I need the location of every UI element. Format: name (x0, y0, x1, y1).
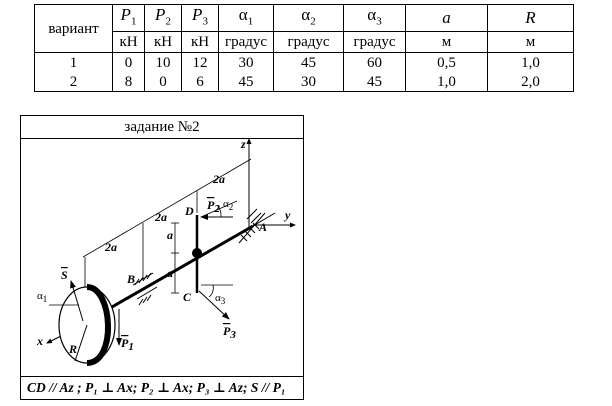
cell: 45 (343, 72, 406, 92)
mechanics-diagram: z y x A B C D R 2a 2a 2a a a S P1 P2 P3 … (36, 139, 296, 366)
parameters-table: вариант P1 P2 P3 α1 α2 α3 a R кН кН кН г… (34, 4, 574, 92)
header-alpha2: α2 (273, 4, 344, 32)
unit-p3: кН (181, 31, 219, 53)
label-a-upper: a (167, 228, 173, 242)
shaft-extension (252, 212, 276, 227)
label-alpha2: α2 (223, 198, 233, 212)
table-row: 1 0 10 12 30 45 60 0,5 1,0 (34, 52, 574, 72)
label-a-lower: a (167, 266, 173, 280)
radius-line (74, 324, 88, 362)
unit-alpha3: градус (343, 31, 406, 53)
label-x: x (36, 334, 43, 348)
header-alpha1: α1 (218, 4, 274, 32)
header-p3: P3 (181, 4, 219, 32)
header-p2: P2 (144, 4, 182, 32)
cell: 1,0 (487, 52, 574, 72)
label-2a-second: 2a (154, 210, 167, 224)
table-row: 2 8 0 6 45 30 45 1,0 2,0 (34, 72, 574, 92)
unit-alpha2: градус (273, 31, 344, 53)
alpha2-arc (216, 204, 222, 218)
cell: 45 (218, 72, 274, 92)
label-a-point: A (258, 220, 267, 234)
cell: 10 (144, 52, 182, 72)
task-title: задание №2 (21, 116, 303, 139)
unit-a: м (405, 31, 488, 53)
dimension-lines (82, 158, 252, 299)
cell: 0 (112, 52, 145, 72)
task-conditions: CD // Az ; P₁ ⊥ Ax; P₂ ⊥ Ax; P₃ ⊥ Az; S … (21, 376, 303, 399)
force-p3-arrow (198, 290, 230, 320)
unit-r: м (487, 31, 574, 53)
label-z: z (240, 139, 246, 151)
cell: 6 (181, 72, 219, 92)
label-2a-third: 2a (212, 172, 225, 186)
header-variant: вариант (34, 4, 113, 53)
cell: 60 (343, 52, 406, 72)
cell: 0,5 (405, 52, 488, 72)
cell: 30 (273, 72, 344, 92)
cell: 0 (144, 72, 182, 92)
label-radius: R (68, 342, 77, 356)
label-alpha1: α1 (37, 290, 47, 304)
cell: 30 (218, 52, 274, 72)
cell: 1 (34, 52, 113, 72)
force-s-arrow (70, 280, 84, 322)
label-s: S (61, 268, 68, 282)
alpha3-arc (208, 284, 214, 298)
label-alpha3: α3 (215, 292, 226, 306)
header-r: R (487, 4, 574, 32)
cell: 45 (273, 52, 344, 72)
label-p1: P1 (121, 336, 134, 353)
shaft (90, 224, 254, 321)
label-d-point: D (184, 204, 194, 218)
cell: 2 (34, 72, 113, 92)
task-box: задание №2 (20, 115, 304, 400)
unit-p2: кН (144, 31, 182, 53)
cell: 8 (112, 72, 145, 92)
pulley-rim (86, 284, 111, 366)
unit-p1: кН (112, 31, 145, 53)
cell: 12 (181, 52, 219, 72)
label-p3: P3 (223, 324, 236, 341)
label-2a-first: 2a (104, 240, 117, 254)
label-c-point: C (183, 290, 192, 304)
unit-alpha1: градус (218, 31, 274, 53)
cell: 1,0 (405, 72, 488, 92)
alpha2-ref-line (200, 200, 238, 218)
header-p1: P1 (112, 4, 145, 32)
cell: 2,0 (487, 72, 574, 92)
support-a (238, 208, 266, 244)
header-alpha3: α3 (343, 4, 406, 32)
label-y: y (283, 208, 291, 222)
joint (192, 248, 202, 258)
header-a: a (405, 4, 488, 32)
label-b-point: B (126, 272, 135, 286)
label-p2: P2 (207, 198, 220, 215)
